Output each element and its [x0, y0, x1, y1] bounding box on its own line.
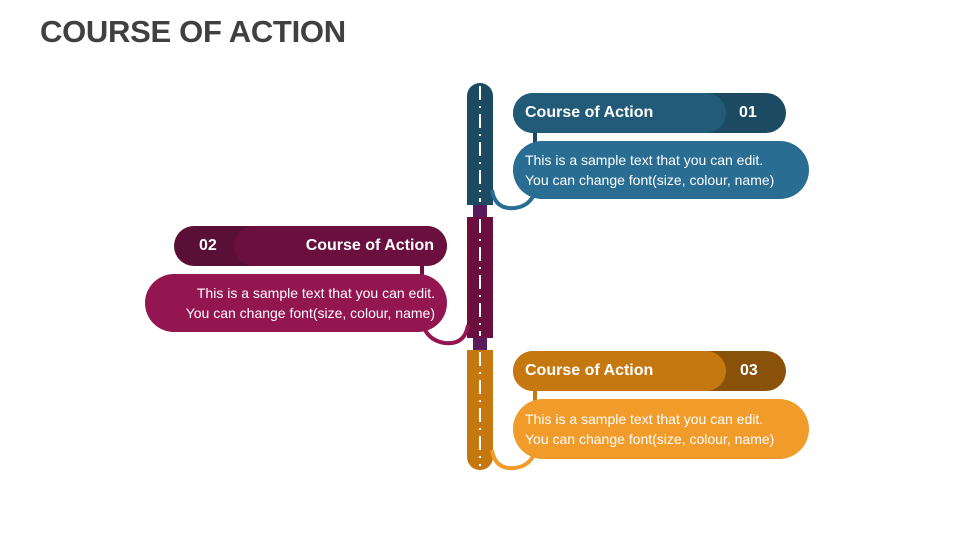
step-1-text-line-2: You can change font(size, colour, name) — [525, 172, 775, 188]
step-2-description[interactable]: This is a sample text that you can edit.… — [145, 274, 447, 332]
step-2-number: 02 — [199, 237, 217, 254]
step-3-description[interactable]: This is a sample text that you can edit.… — [513, 399, 809, 459]
step-3-stem — [533, 391, 537, 401]
timeline-dash-1 — [479, 86, 481, 202]
step-1-stem — [533, 133, 537, 143]
step-1-header-main — [513, 93, 726, 133]
step-2-heading: Course of Action — [305, 237, 434, 254]
timeline-joint-1 — [473, 205, 487, 217]
step-2-header[interactable]: 02 Course of Action — [174, 226, 447, 266]
timeline-dash-3 — [479, 352, 481, 466]
step-3-text-line-1: This is a sample text that you can edit. — [525, 411, 764, 427]
step-1-heading: Course of Action — [525, 104, 654, 121]
step-3-header[interactable]: Course of Action 03 — [513, 351, 786, 391]
step-1-description[interactable]: This is a sample text that you can edit.… — [513, 141, 809, 199]
page-title: COURSE OF ACTION — [40, 14, 346, 49]
step-3-number: 03 — [740, 362, 758, 379]
step-3-text-line-2: You can change font(size, colour, name) — [525, 431, 775, 447]
step-3-heading: Course of Action — [525, 362, 654, 379]
step-2-header-main — [234, 226, 447, 266]
step-2-stem — [420, 266, 424, 276]
step-2-text-line-2: You can change font(size, colour, name) — [185, 305, 435, 321]
timeline-joint-2 — [473, 338, 487, 350]
step-1-number: 01 — [739, 104, 757, 121]
step-1-header[interactable]: Course of Action 01 — [513, 93, 786, 133]
timeline-dash-2 — [479, 219, 481, 336]
step-1-text-line-1: This is a sample text that you can edit. — [525, 152, 764, 168]
step-3-header-main — [513, 351, 726, 391]
step-2-text-line-1: This is a sample text that you can edit. — [196, 285, 435, 301]
